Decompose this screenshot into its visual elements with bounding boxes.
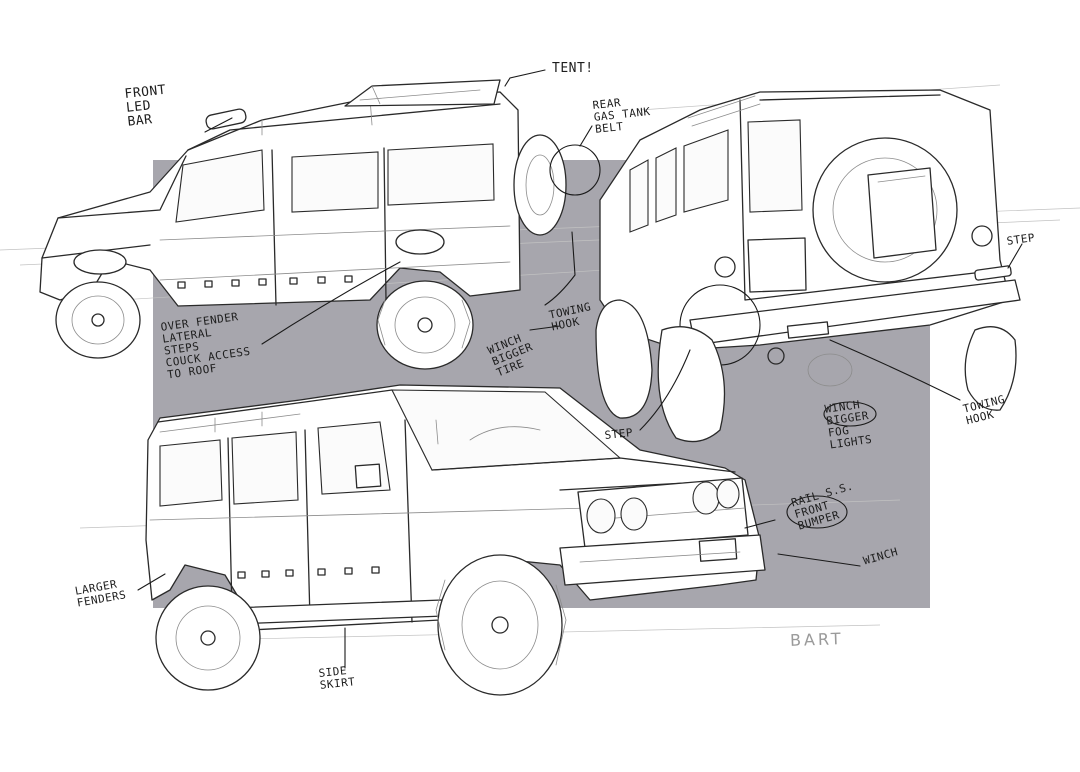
note-over-fender: OVER FENDER LATERAL STEPS COUCK ACCESS T… [159,310,252,382]
note-rear-gas-tank-belt: REAR GAS TANK BELT [591,96,652,136]
note-side-skirt: SIDE SKIRT [317,664,356,692]
side-view-vehicle [39,79,601,370]
note-winch-bigger-fog-lights: WINCH BIGGER FOG LIGHTS [823,398,874,452]
note-front-led-bar: FRONT LED BAR [123,82,167,130]
artist-signature: BART [789,629,844,650]
annotation-leaders [137,69,1023,669]
front-view-vehicle [145,384,766,696]
rear-view-vehicle [595,89,1021,443]
note-tent: TENT! [552,61,594,76]
